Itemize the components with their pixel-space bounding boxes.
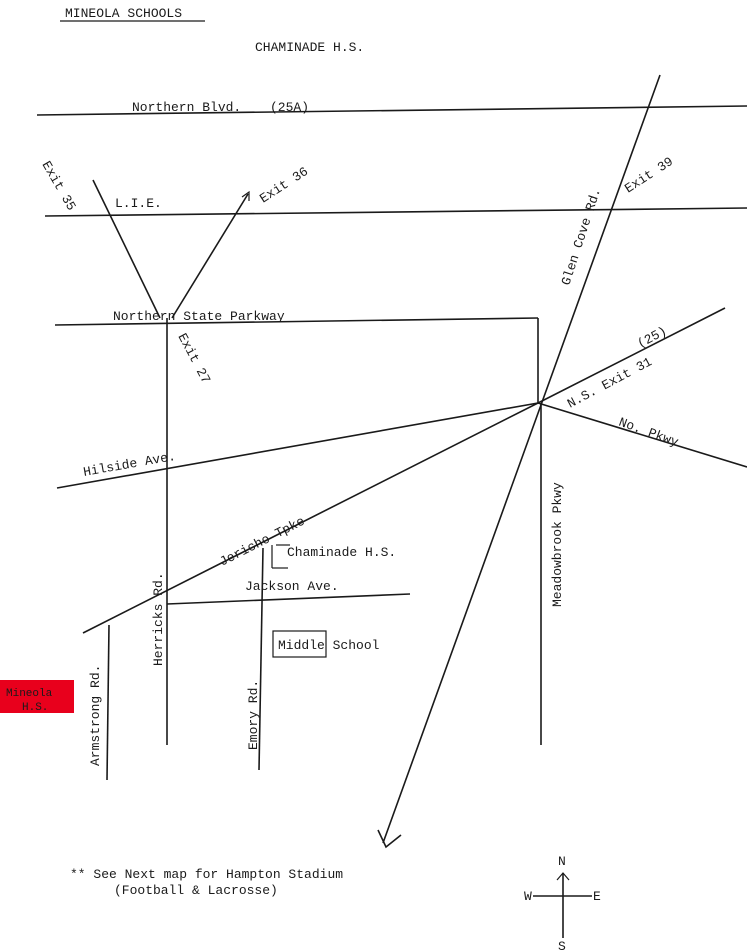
armstrong-rd-label: Armstrong Rd. [88, 665, 103, 766]
northern-state-parkway-road [54, 317, 539, 326]
lie-label: L.I.E. [115, 196, 162, 211]
exit-36-arrow-icon [241, 190, 250, 201]
glen-cove-rd-road [382, 74, 661, 844]
compass-west: W [524, 889, 532, 904]
jericho-tpke-road [82, 402, 539, 634]
exit-36-label: Exit 36 [257, 164, 311, 206]
mineola-hs-marker [0, 680, 74, 713]
northern-blvd-label: Northern Blvd. [132, 100, 241, 115]
route-25-road [537, 307, 726, 404]
exit-35-label: Exit 35 [39, 159, 79, 214]
mineola-hs-label-line1: Mineola [6, 688, 53, 700]
mineola-hs-label-line2: H.S. [22, 702, 48, 714]
compass-east: E [593, 889, 601, 904]
exit-35-road [92, 179, 161, 319]
jackson-ave-label: Jackson Ave. [245, 579, 339, 594]
compass-south: S [558, 939, 566, 952]
armstrong-rd-road [106, 624, 110, 781]
exit-39-label: Exit 39 [622, 154, 676, 196]
glen-cove-rd-label: Glen Cove Rd. [559, 186, 605, 287]
lie-road [44, 207, 747, 217]
map-subtitle: CHAMINADE H.S. [255, 40, 364, 55]
herricks-rd-label: Herricks Rd. [151, 572, 166, 666]
meadowbrook-pkwy-label: Meadowbrook Pkwy [550, 482, 565, 607]
northern-blvd-road [36, 105, 747, 116]
map-title: MINEOLA SCHOOLS [65, 6, 182, 21]
south-arrow-icon [377, 829, 402, 849]
compass-rose-icon [533, 872, 592, 938]
no-pkwy-road [537, 402, 747, 468]
route-25-label: (25) [635, 324, 670, 352]
northern-state-parkway-label: Northern State Parkway [113, 309, 285, 324]
stadium-note-line1: ** See Next map for Hampton Stadium [70, 867, 343, 882]
emory-rd-label: Emory Rd. [246, 680, 261, 750]
chaminade-hs-marker [271, 544, 290, 569]
route-25a-label: (25A) [270, 100, 309, 115]
compass-north: N [558, 854, 566, 869]
hillside-ave-road [56, 402, 539, 489]
chaminade-hs-label: Chaminade H.S. [287, 545, 396, 560]
emory-rd-road [258, 547, 264, 771]
middle-school-marker [272, 630, 327, 658]
stadium-note-line2: (Football & Lacrosse) [114, 883, 278, 898]
middle-school-label: Middle School [278, 638, 380, 653]
exit-36-road [171, 193, 249, 319]
no-pkwy-label: No. Pkwy [617, 415, 681, 451]
jackson-ave-road [166, 593, 411, 605]
exit-27-label: Exit 27 [174, 331, 213, 386]
